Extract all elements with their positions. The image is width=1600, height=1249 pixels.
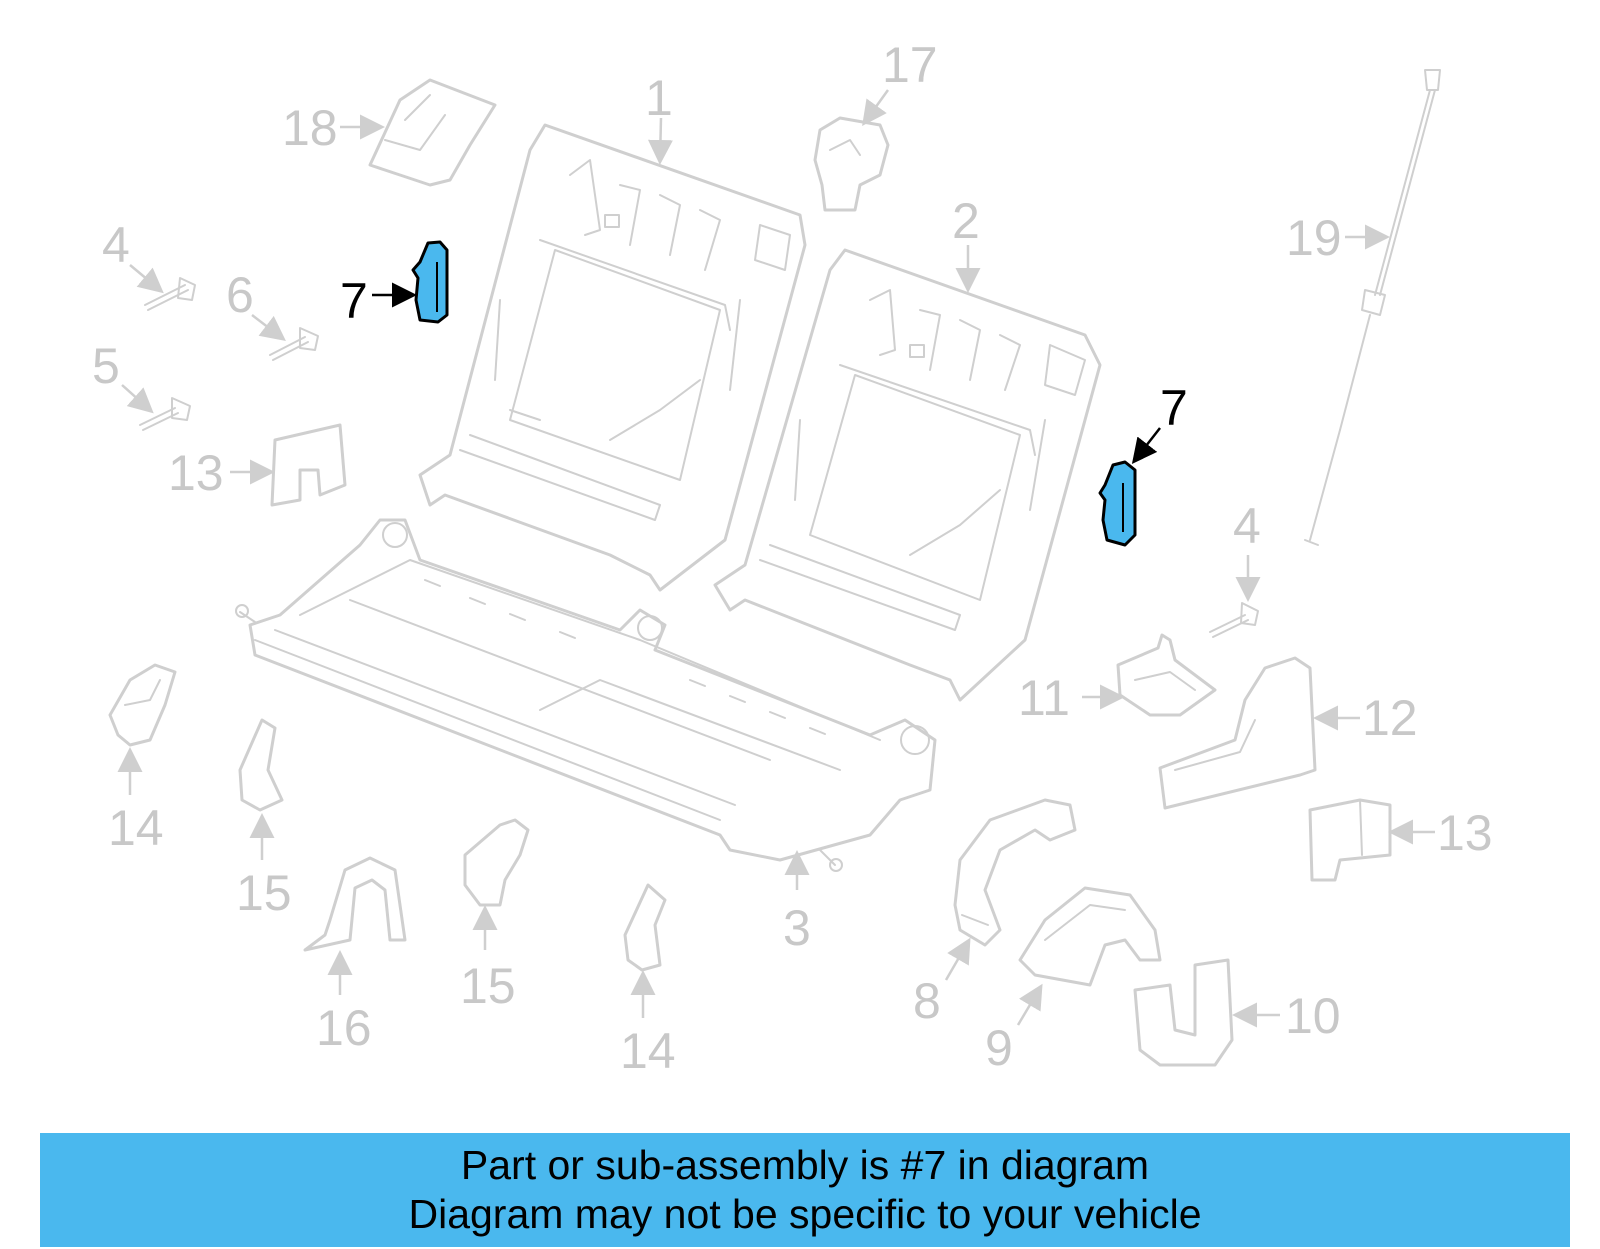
seat-cushion-frame bbox=[235, 518, 937, 872]
callout-19: 19 bbox=[1286, 210, 1342, 266]
bolt-5 bbox=[139, 397, 191, 431]
callout-17: 17 bbox=[882, 37, 938, 93]
seatback-frame-right bbox=[713, 248, 1102, 702]
callout-13-right: 13 bbox=[1437, 805, 1493, 861]
callout-16: 16 bbox=[316, 1000, 372, 1056]
callout-4-left: 4 bbox=[102, 217, 130, 273]
seatback-frame-left bbox=[418, 123, 807, 592]
callout-14-center: 14 bbox=[620, 1023, 676, 1079]
callout-leaders bbox=[117, 89, 1435, 1028]
callout-11: 11 bbox=[1018, 670, 1070, 726]
callout-13-left: 13 bbox=[168, 445, 224, 501]
part-8-bracket bbox=[953, 798, 1077, 947]
callout-4-right: 4 bbox=[1233, 498, 1261, 554]
callout-3: 3 bbox=[783, 900, 811, 956]
callout-7-right: 7 bbox=[1160, 380, 1188, 436]
callout-10: 10 bbox=[1285, 988, 1341, 1044]
callout-7-leaders bbox=[372, 282, 1161, 464]
part-19-rod bbox=[1304, 69, 1441, 546]
part-18-bracket bbox=[368, 78, 497, 187]
callout-14-left: 14 bbox=[108, 800, 164, 856]
part-13-cover-left bbox=[270, 423, 347, 507]
callout-6: 6 bbox=[226, 267, 254, 323]
bolt-6 bbox=[269, 327, 319, 361]
part-9-housing bbox=[1018, 886, 1162, 987]
part-14-cover-center bbox=[623, 883, 667, 972]
part-7-highlight-right bbox=[1098, 460, 1137, 547]
callout-9: 9 bbox=[985, 1020, 1013, 1076]
part-17-bracket bbox=[813, 116, 890, 212]
callout-5: 5 bbox=[92, 338, 120, 394]
part-11-bracket bbox=[1116, 633, 1217, 717]
part-10-cover bbox=[1133, 958, 1234, 1067]
part-13-cover-right bbox=[1308, 798, 1392, 882]
callout-8: 8 bbox=[913, 973, 941, 1029]
info-banner: Part or sub-assembly is #7 in diagram Di… bbox=[40, 1133, 1570, 1247]
banner-line-2: Diagram may not be specific to your vehi… bbox=[408, 1191, 1202, 1237]
part-14-cover-left bbox=[108, 663, 177, 747]
callout-7-left: 7 bbox=[340, 273, 368, 329]
callout-15-left: 15 bbox=[236, 865, 292, 921]
callout-1: 1 bbox=[645, 70, 673, 126]
callout-18: 18 bbox=[282, 100, 338, 156]
callout-15-center: 15 bbox=[460, 958, 516, 1014]
banner-line-1: Part or sub-assembly is #7 in diagram bbox=[460, 1142, 1150, 1188]
part-12-trim bbox=[1158, 656, 1317, 810]
part-15-clip-center bbox=[463, 818, 530, 907]
part-16-strap bbox=[303, 856, 407, 952]
part-15-clip-left bbox=[238, 718, 284, 812]
part-7-highlight-left bbox=[411, 240, 449, 324]
callout-numbers: 1 2 3 4 4 5 6 7 7 8 9 10 11 12 13 13 14 … bbox=[92, 37, 1493, 1079]
bolt-4-right bbox=[1209, 602, 1259, 638]
callout-12: 12 bbox=[1362, 690, 1418, 746]
callout-2: 2 bbox=[952, 193, 980, 249]
bolt-4-left bbox=[144, 277, 196, 311]
